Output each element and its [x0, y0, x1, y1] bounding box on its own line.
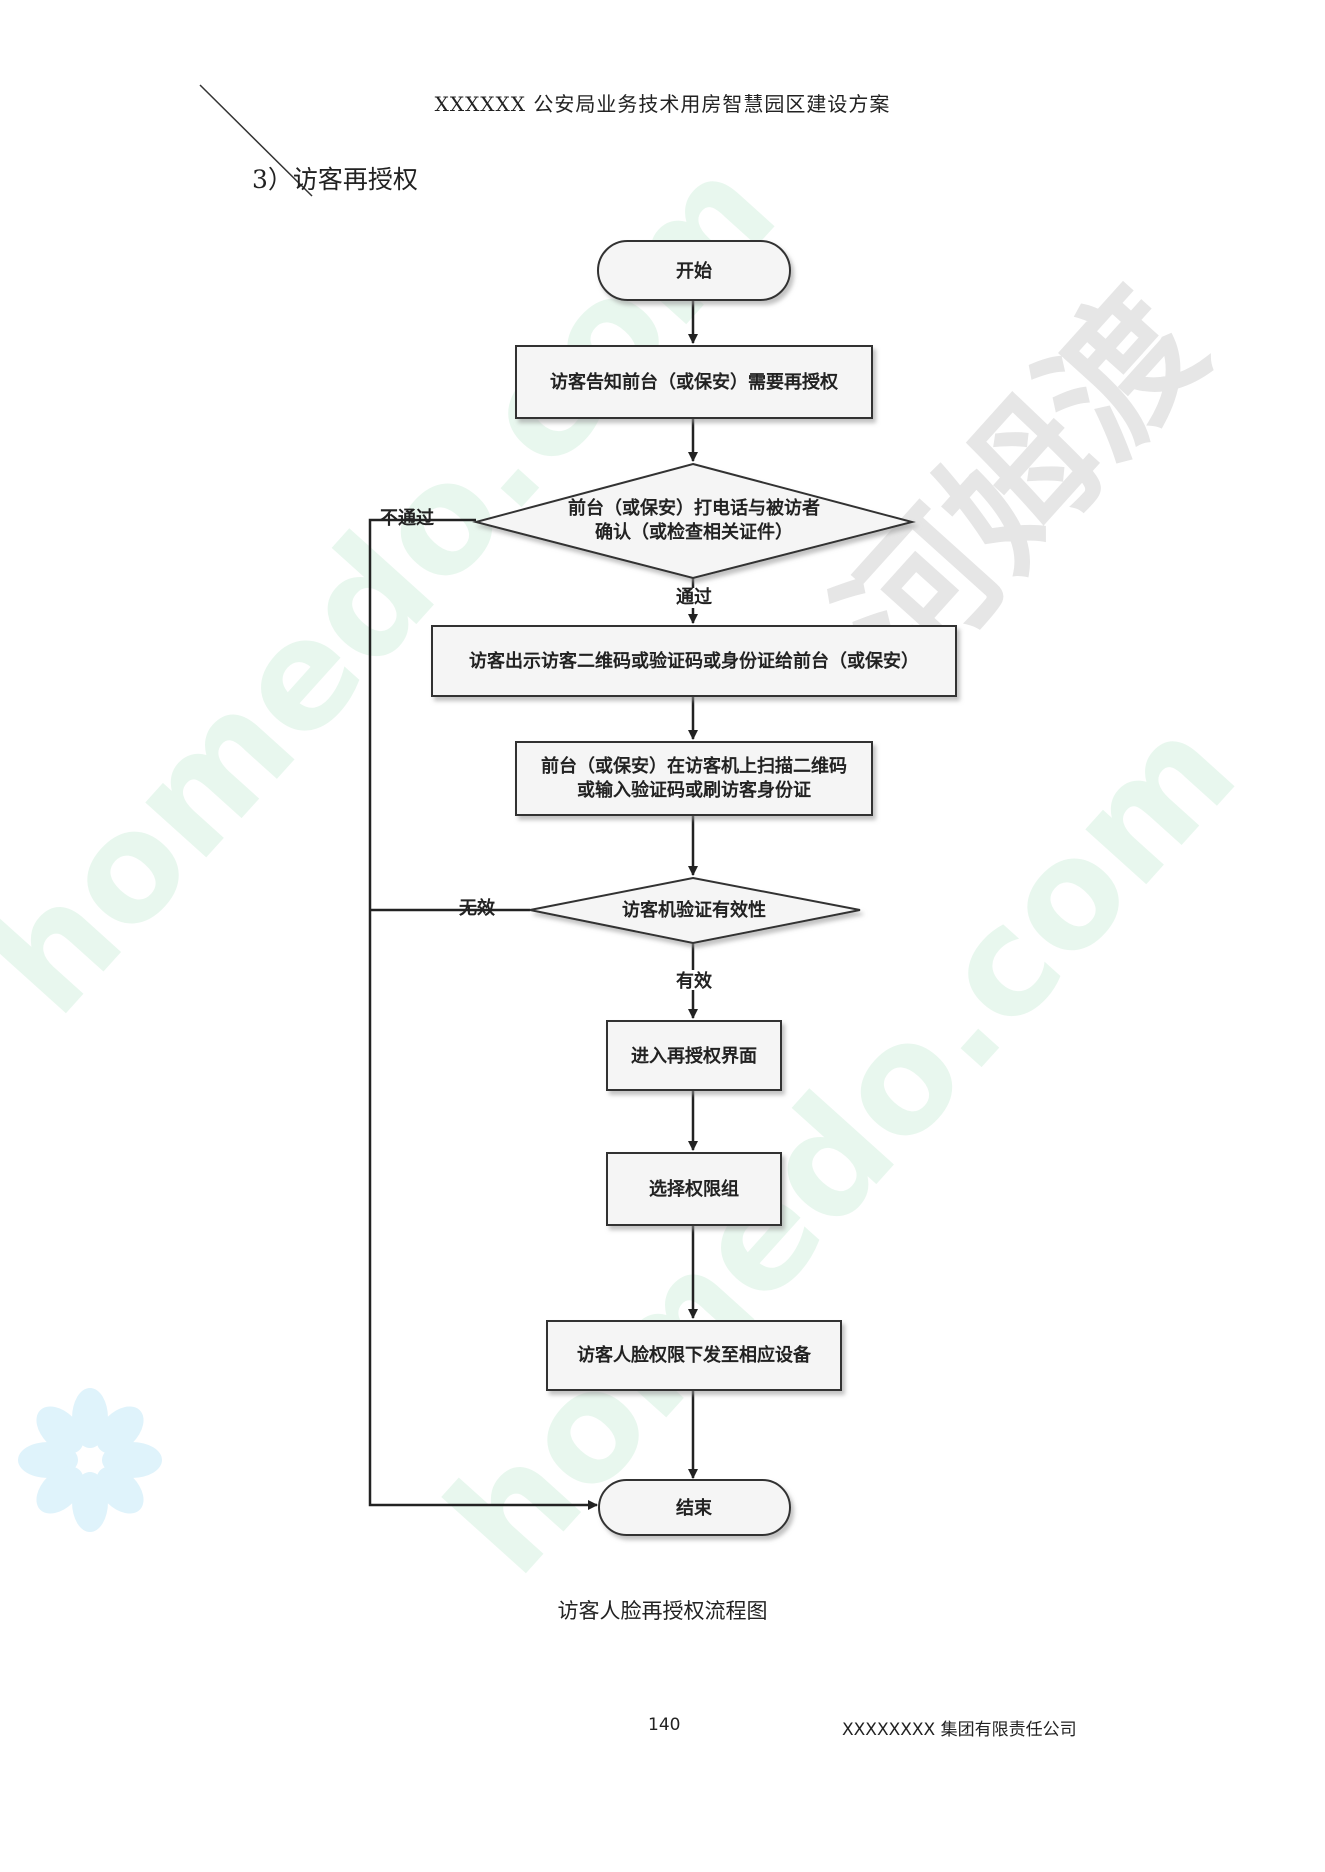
- flow-step-notify: 访客告知前台（或保安）需要再授权: [515, 345, 873, 419]
- flow-step-select-group-label: 选择权限组: [649, 1178, 739, 1200]
- figure-caption: 访客人脸再授权流程图: [557, 1599, 768, 1623]
- flow-step-select-group: 选择权限组: [606, 1152, 782, 1226]
- flow-start: 开始: [597, 240, 791, 301]
- flow-start-label: 开始: [676, 260, 712, 282]
- flow-edge-pass-label: 通过: [676, 586, 712, 608]
- flow-connectors: [368, 300, 698, 1510]
- page-number: 140: [648, 1715, 681, 1735]
- flow-step-scan: 前台（或保安）在访客机上扫描二维码 或输入验证码或刷访客身份证: [515, 741, 873, 816]
- flow-step-dispatch-label: 访客人脸权限下发至相应设备: [577, 1344, 812, 1366]
- document-header-title: XXXXXX 公安局业务技术用房智慧园区建设方案: [434, 92, 891, 116]
- flow-edge-valid-label: 有效: [676, 970, 713, 992]
- flow-decision-confirm-line2: 确认（或检查相关证件）: [595, 521, 793, 543]
- flow-end-label: 结束: [676, 1497, 713, 1519]
- footer-company: XXXXXXXX 集团有限责任公司: [842, 1720, 1077, 1740]
- flow-step-dispatch: 访客人脸权限下发至相应设备: [546, 1320, 842, 1391]
- flow-decision-confirm-line1: 前台（或保安）打电话与被访者: [568, 497, 820, 519]
- flow-end: 结束: [598, 1479, 791, 1536]
- flow-edge-invalid-label: 无效: [459, 897, 496, 919]
- flow-step-notify-label: 访客告知前台（或保安）需要再授权: [550, 371, 839, 393]
- flow-decision-confirm: 前台（或保安）打电话与被访者 确认（或检查相关证件）: [472, 462, 916, 580]
- flow-step-scan-line2: 或输入验证码或刷访客身份证: [577, 779, 811, 801]
- flow-step-enter-label: 进入再授权界面: [631, 1045, 757, 1067]
- flow-decision-validate: 访客机验证有效性: [529, 876, 861, 945]
- flow-step-scan-line1: 前台（或保安）在访客机上扫描二维码: [541, 755, 847, 777]
- flow-step-show-code-label: 访客出示访客二维码或验证码或身份证给前台（或保安）: [469, 650, 919, 672]
- flow-decision-validate-label: 访客机验证有效性: [622, 899, 766, 921]
- flow-step-enter: 进入再授权界面: [606, 1020, 782, 1091]
- flow-edge-fail-label: 不通过: [380, 507, 434, 529]
- section-heading: 3）访客再授权: [252, 165, 418, 194]
- flow-step-show-code: 访客出示访客二维码或验证码或身份证给前台（或保安）: [431, 625, 957, 697]
